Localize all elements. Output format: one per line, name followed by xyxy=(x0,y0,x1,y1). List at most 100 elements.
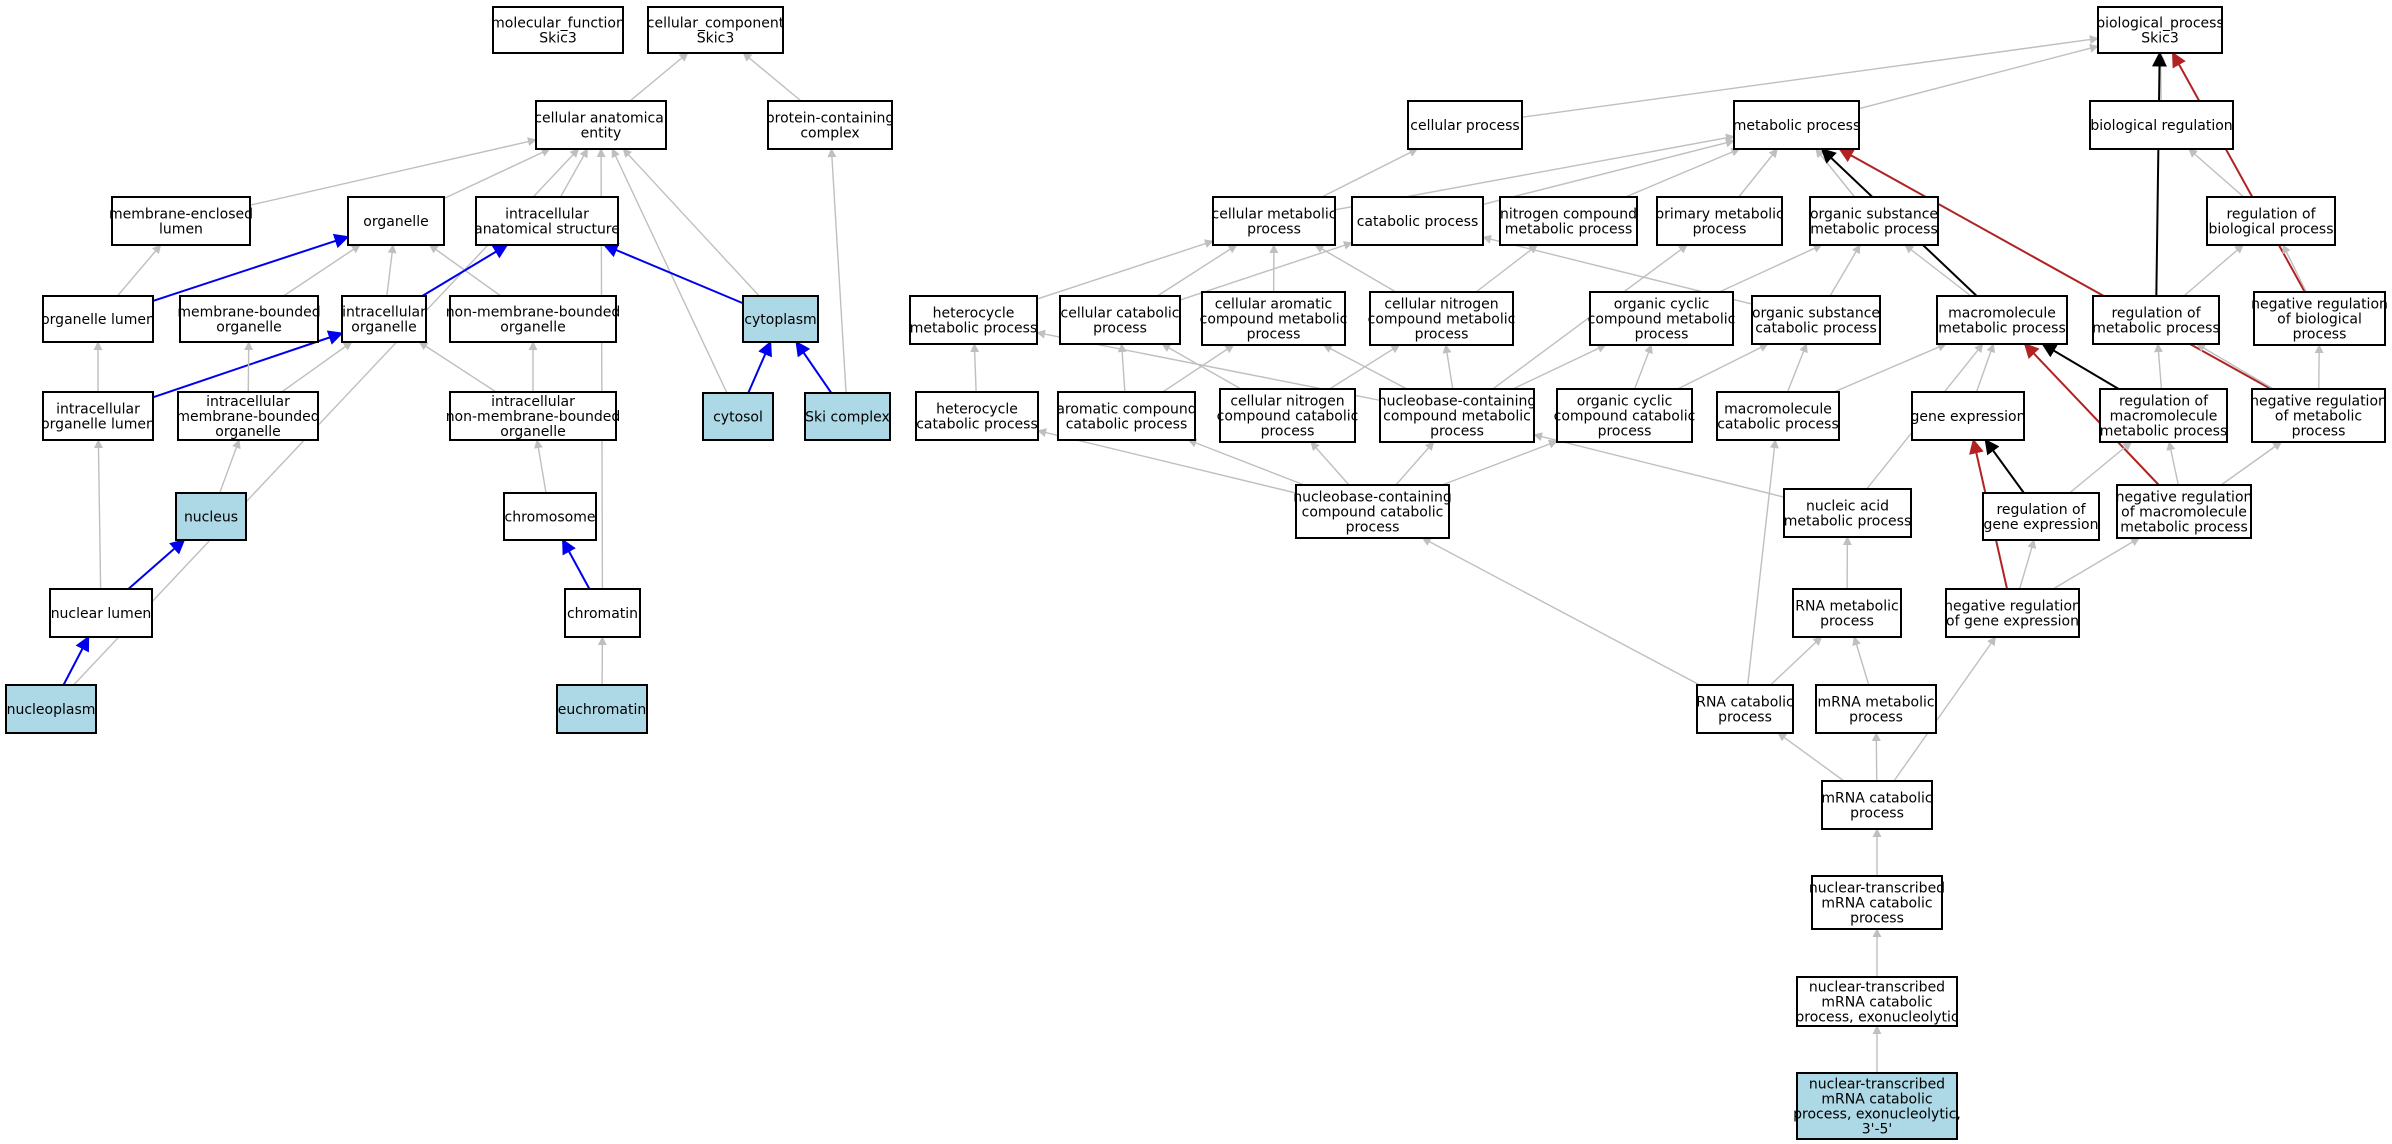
node-box xyxy=(767,100,893,150)
node-biological-regulation[interactable]: biological regulation xyxy=(2089,100,2234,150)
node-label-line: metabolic process xyxy=(2120,520,2248,536)
node-label-line: nuclear-transcribed xyxy=(1809,881,1945,897)
node-label-line: organic substance xyxy=(1810,207,1938,223)
node-box xyxy=(556,684,648,734)
node-box xyxy=(1201,291,1346,346)
node-chromatin[interactable]: chromatin xyxy=(564,588,641,638)
node-chromosome[interactable]: chromosome xyxy=(503,492,597,541)
node-organelle[interactable]: organelle xyxy=(347,196,445,246)
node-ski-complex[interactable]: Ski complex xyxy=(804,392,891,441)
edge-cellular_catabolic_process-to-catabolic_process xyxy=(1179,241,1353,301)
node-label-line: heterocycle xyxy=(936,402,1018,418)
node-cytoplasm[interactable]: cytoplasm xyxy=(742,295,819,343)
node-box xyxy=(1057,391,1196,441)
edge-membrane_bounded_organelle-to-organelle xyxy=(283,244,361,297)
edge-cellular_nitrogen_compound_catabolic_process-to-cellular_catabolic_process xyxy=(1161,343,1242,390)
edge-ski_complex-to-protein_containing_complex xyxy=(827,148,847,394)
node-catabolic-process[interactable]: catabolic process xyxy=(1351,196,1484,246)
edge-regulation_of_metabolic_process-to-biological_process xyxy=(2151,51,2167,297)
node-label-line: regulation of xyxy=(2119,394,2209,410)
edge-organic_cyclic_compound_metabolic_process-to-organic_substance_metabolic_process xyxy=(1718,244,1823,293)
node-label-line: compound metabolic xyxy=(1588,312,1736,328)
node-intracellular-non-membrane-bounded-organelle[interactable]: intracellularnon-membrane-boundedorganel… xyxy=(446,391,621,441)
node-euchromatin[interactable]: euchromatin xyxy=(556,684,648,734)
node-cytosol[interactable]: cytosol xyxy=(702,392,774,441)
node-box xyxy=(1811,875,1943,930)
edge-regulation_of_macromolecule_metabolic_process-to-regulation_of_metabolic_process xyxy=(2154,343,2164,390)
edge-regulation_of_metabolic_process-to-regulation_of_biological_process xyxy=(2183,244,2244,297)
edge-nucleobase_containing_compound_metabolic_process-to-organic_cyclic_compound_metabolic_process xyxy=(1512,344,1607,390)
edge-nucleobase_containing_compound_catabolic_process-to-cellular_nitrogen_compound_catabolic_process xyxy=(1310,441,1350,486)
node-label-line: Skic3 xyxy=(2141,31,2179,47)
edge-nucleobase_containing_compound_metabolic_process-to-cellular_nitrogen_compound_metabolic_process xyxy=(1442,344,1454,390)
edge-cytoplasm-to-intracellular_anatomical_structure xyxy=(602,243,744,305)
edge-intracellular_organelle-to-intracellular_anatomical_structure xyxy=(421,244,509,297)
node-nucleus[interactable]: nucleus xyxy=(175,492,247,541)
node-label-line: organelle xyxy=(363,214,428,230)
node-label-line: compound metabolic xyxy=(1200,312,1348,328)
edge-macromolecule_catabolic_process-to-macromolecule_metabolic_process xyxy=(1833,343,1947,393)
node-box xyxy=(1716,391,1840,441)
node-box xyxy=(1783,488,1912,538)
edge-cellular_anatomical_entity-to-cellular_component xyxy=(629,52,689,102)
node-nuclear-lumen[interactable]: nuclear lumen xyxy=(49,588,153,638)
edge-nitrogen_compound_metabolic_process-to-metabolic_process xyxy=(1625,147,1741,198)
node-nucleoplasm[interactable]: nucleoplasm xyxy=(5,684,97,734)
node-label-line: cellular_component xyxy=(647,16,785,32)
node-label-line: organelle xyxy=(216,320,281,336)
node-metabolic-process[interactable]: metabolic process xyxy=(1733,100,1861,150)
node-organelle-lumen[interactable]: organelle lumen xyxy=(41,295,155,343)
edge-nucleus-to-intracellular_membrane_bounded_organelle xyxy=(218,439,241,494)
node-label-line: anatomical structure xyxy=(474,222,620,238)
node-gene-expression[interactable]: gene expression xyxy=(1911,391,2026,441)
node-label-line: mRNA catabolic xyxy=(1821,791,1932,807)
node-cellular-process[interactable]: cellular process xyxy=(1407,100,1523,150)
